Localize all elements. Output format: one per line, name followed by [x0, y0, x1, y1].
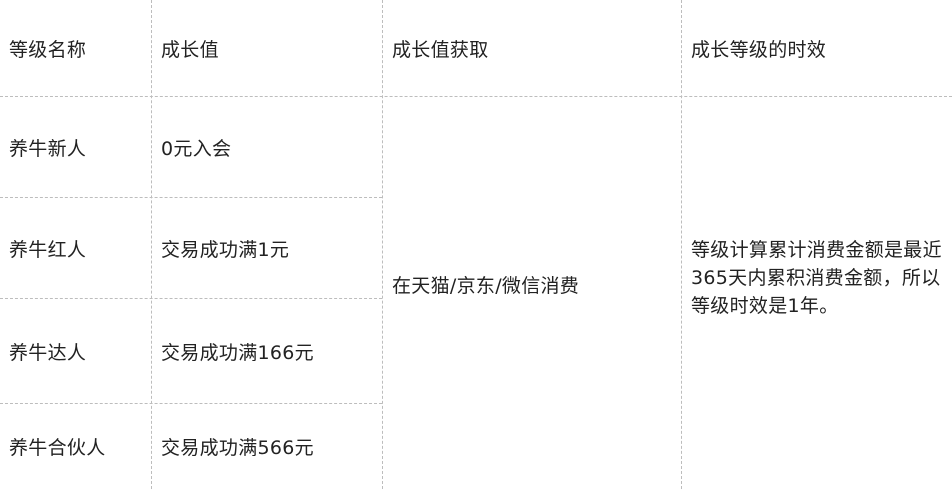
- column-divider: [382, 0, 383, 489]
- row-divider: [0, 403, 382, 404]
- growth-value-cell: 0元入会: [161, 137, 232, 160]
- header-validity: 成长等级的时效: [691, 38, 827, 61]
- column-divider: [681, 0, 682, 489]
- header-growth-value: 成长值: [161, 38, 219, 61]
- header-level-name: 等级名称: [9, 38, 87, 61]
- row-divider: [0, 298, 382, 299]
- growth-value-cell: 交易成功满566元: [161, 437, 314, 459]
- row-divider: [0, 197, 382, 198]
- growth-value-cell: 交易成功满166元: [161, 341, 314, 364]
- level-name-cell: 养牛合伙人: [9, 437, 106, 459]
- growth-source-merged-cell: 在天猫/京东/微信消费: [392, 274, 580, 297]
- level-name-cell: 养牛红人: [9, 238, 87, 261]
- column-divider: [151, 0, 152, 489]
- header-growth-source: 成长值获取: [392, 38, 489, 61]
- row-divider: [0, 96, 952, 97]
- validity-text: 等级计算累计消费金额是最近365天内累积消费金额，所以等级时效是1年。: [691, 239, 942, 317]
- growth-value-cell: 交易成功满1元: [161, 238, 290, 261]
- validity-merged-cell: 等级计算累计消费金额是最近365天内累积消费金额，所以等级时效是1年。: [681, 97, 952, 489]
- level-name-cell: 养牛达人: [9, 341, 87, 364]
- level-name-cell: 养牛新人: [9, 137, 87, 160]
